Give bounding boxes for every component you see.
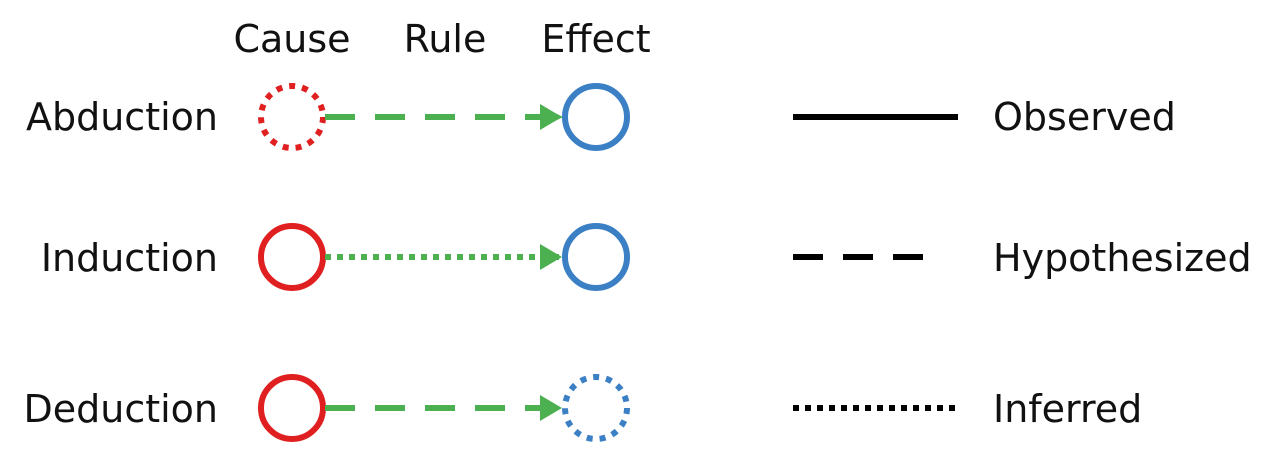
cause-node-induction — [258, 223, 326, 291]
row-label-abduction: Abduction — [26, 95, 218, 139]
row-induction: Induction — [41, 223, 630, 291]
cause-node-abduction — [258, 83, 326, 151]
row-label-deduction: Deduction — [23, 387, 218, 431]
legend-label-hypothesized: Hypothesized — [993, 236, 1252, 280]
header-effect: Effect — [541, 17, 650, 61]
effect-node-abduction — [562, 83, 630, 151]
header-rule: Rule — [404, 17, 487, 61]
row-deduction: Deduction — [23, 374, 630, 442]
row-abduction: Abduction — [26, 83, 630, 151]
legend: Observed Hypothesized Inferred — [793, 95, 1252, 431]
legend-label-inferred: Inferred — [993, 387, 1142, 431]
header-cause: Cause — [233, 17, 350, 61]
row-label-induction: Induction — [41, 236, 218, 280]
effect-node-induction — [562, 223, 630, 291]
legend-label-observed: Observed — [993, 95, 1176, 139]
cause-node-deduction — [258, 374, 326, 442]
effect-node-deduction — [562, 374, 630, 442]
